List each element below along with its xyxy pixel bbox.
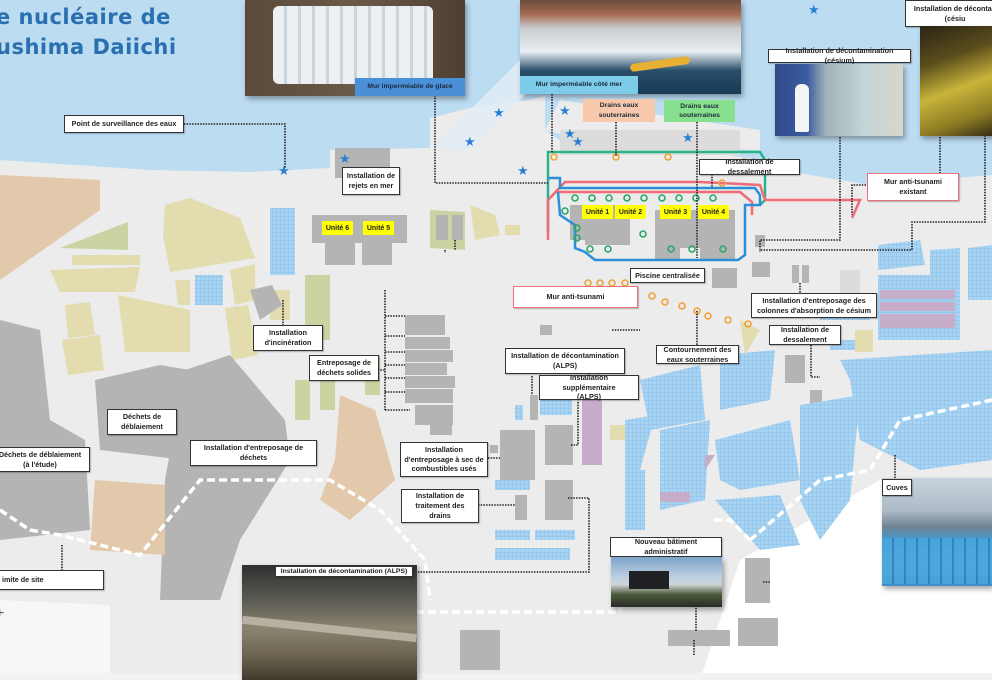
svg-text:★: ★ [339,152,351,167]
title-line-2: ushima Daiichi [0,35,177,59]
svg-text:★: ★ [517,164,529,179]
unit-6: Unité 6 [322,221,353,235]
unit-2: Unité 2 [615,205,646,219]
label-rubble-under-study: Déchets de déblaiement (à l'étude) [0,447,90,472]
photo-caption-ice-wall: Mur imperméable de glace [355,78,465,96]
label-site-limit: imite de site [0,570,104,590]
label-dry-cask-storage: Installation d'entreposage à sec de comb… [400,442,488,477]
svg-text:★: ★ [564,127,576,142]
label-sea-discharge: Installation de rejets en mer [342,167,400,195]
photo-caption-sea-side-wall: Mur imperméable côté mer [520,76,638,94]
unit-4: Unité 4 [698,205,729,219]
label-water-monitoring-point: Point de surveillance des eaux [64,115,184,133]
photo-tanks[interactable] [882,478,992,586]
label-cesium-decontamination-2: Installation de décontan (césiu [905,0,992,27]
label-tanks: Cuves [882,479,912,496]
label-groundwater-bypass: Contournement des eaux souterraines [656,345,739,364]
oil-boom [629,55,691,73]
monitoring-point-stars: ★★★ ★★★ ★★★ ★ [278,3,820,179]
tag-groundwater-drains-green: Drains eaux souterraines [664,100,735,122]
ice-wall-boundary [548,176,762,262]
photo-cesium-decontamination[interactable] [775,64,903,136]
worker-figure [795,84,809,132]
anti-tsunami-wall [546,180,862,240]
svg-text:★: ★ [808,3,820,18]
water-tanks [882,538,992,584]
tag-groundwater-drains-orange: Drains eaux souterraines [583,99,655,122]
label-alps-decontamination: Installation de décontamination (ALPS) [505,348,625,374]
ice-wall-image [273,6,433,84]
label-desalination-top: Installation de dessalement [699,157,800,176]
label-tsunami-wall: Mur anti-tsunami [513,286,638,308]
map-title: e nucléaire de ushima Daiichi [0,2,177,62]
photo-cesium-decontamination-2[interactable] [920,26,992,136]
label-cesium-decontamination: Installation de décontamination (césium) [768,46,911,65]
unit-3: Unité 3 [660,205,691,219]
label-existing-tsunami-wall: Mur anti-tsunami existant [867,173,959,201]
photo-ice-wall[interactable]: Mur imperméable de glace [245,0,465,96]
photo-new-admin-building[interactable] [611,557,722,607]
label-desalination: Installation de dessalement [769,325,841,345]
compass-cross-icon: + [0,605,4,623]
building-facade [629,571,669,589]
label-new-admin-building: Nouveau bâtiment administratif [610,537,722,557]
pipe-rack [242,615,417,643]
svg-text:★: ★ [559,104,571,119]
label-waste-storage: Installation d'entreposage de déchets [190,440,317,466]
label-alps-additional: Installation supplémentaire (ALPS) [539,373,639,401]
label-alps-photo: Installation de décontamination (ALPS) [275,566,413,577]
label-cesium-column-storage: Installation d'entreposage des colonnes … [751,293,877,318]
photo-sea-side-wall[interactable]: Mur imperméable côté mer [520,0,741,94]
svg-text:★: ★ [464,135,476,150]
label-drain-treatment: Installation de traitement des drains [401,489,479,523]
unit-1: Unité 1 [582,205,613,219]
svg-text:★: ★ [493,106,505,121]
label-solid-waste-storage: Entreposage de déchets solides [309,355,379,381]
label-incineration: Installation d'incinération [253,325,323,351]
svg-text:★: ★ [278,164,290,179]
svg-text:★: ★ [572,135,584,150]
label-central-pool: Piscine centralisée [630,268,705,283]
label-rubble: Déchets de déblaiement [107,409,177,435]
photo-alps-decontamination[interactable] [242,565,417,680]
unit-5: Unité 5 [363,221,394,235]
title-line-1: e nucléaire de [0,5,171,29]
svg-text:★: ★ [682,131,694,146]
